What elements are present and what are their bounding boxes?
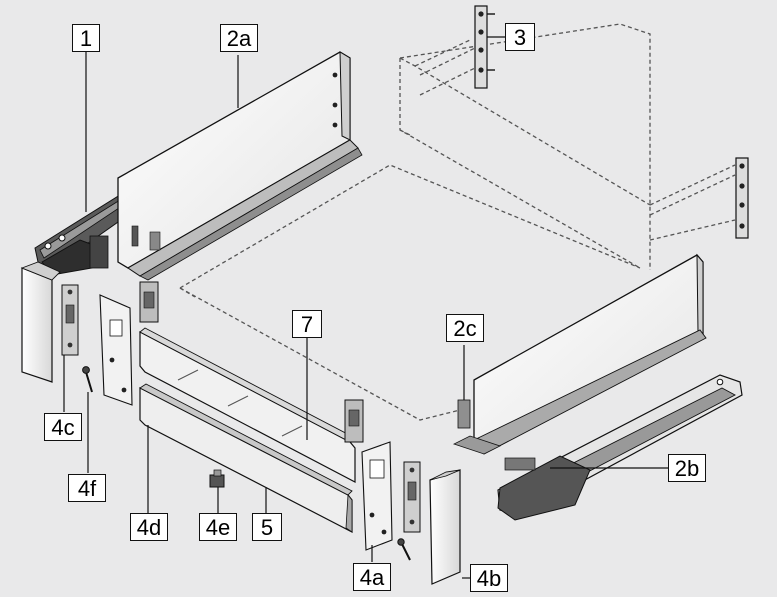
label-4b: 4b	[470, 564, 508, 592]
right-screw	[397, 538, 411, 561]
right-rear-bracket	[735, 157, 749, 239]
left-adaptor-plate	[99, 294, 133, 406]
label-4a: 4a	[353, 563, 391, 591]
left-front-clip	[139, 281, 159, 323]
label-4c: 4c	[44, 413, 82, 441]
left-end-cap	[20, 261, 61, 383]
label-3: 3	[505, 23, 535, 51]
part-4b-end-cap	[429, 469, 461, 585]
leader-lines	[63, 36, 668, 579]
label-4f: 4f	[68, 474, 106, 502]
label-2b: 2b	[668, 454, 706, 482]
part-1-runner	[34, 194, 131, 276]
label-2a: 2a	[220, 24, 258, 52]
part-4a-adaptor-plate	[361, 441, 393, 551]
part-2a-left-panel	[117, 51, 363, 281]
cabinet-outline	[179, 23, 736, 421]
part-5-front-rail	[139, 383, 353, 533]
label-4d: 4d	[130, 513, 168, 541]
part-4f-screw	[82, 366, 93, 393]
part-right-panel	[452, 253, 707, 455]
part-4c-front-bracket	[61, 284, 79, 356]
part-2b-runner	[497, 374, 743, 521]
right-front-bracket	[403, 461, 421, 533]
label-7: 7	[292, 310, 322, 338]
label-2c: 2c	[446, 314, 484, 342]
label-4e: 4e	[199, 513, 237, 541]
part-4e-clip	[209, 469, 225, 488]
label-5: 5	[252, 513, 282, 541]
label-1: 1	[72, 24, 100, 52]
part-3-rear-bracket	[474, 5, 495, 89]
center-clip	[344, 399, 364, 443]
